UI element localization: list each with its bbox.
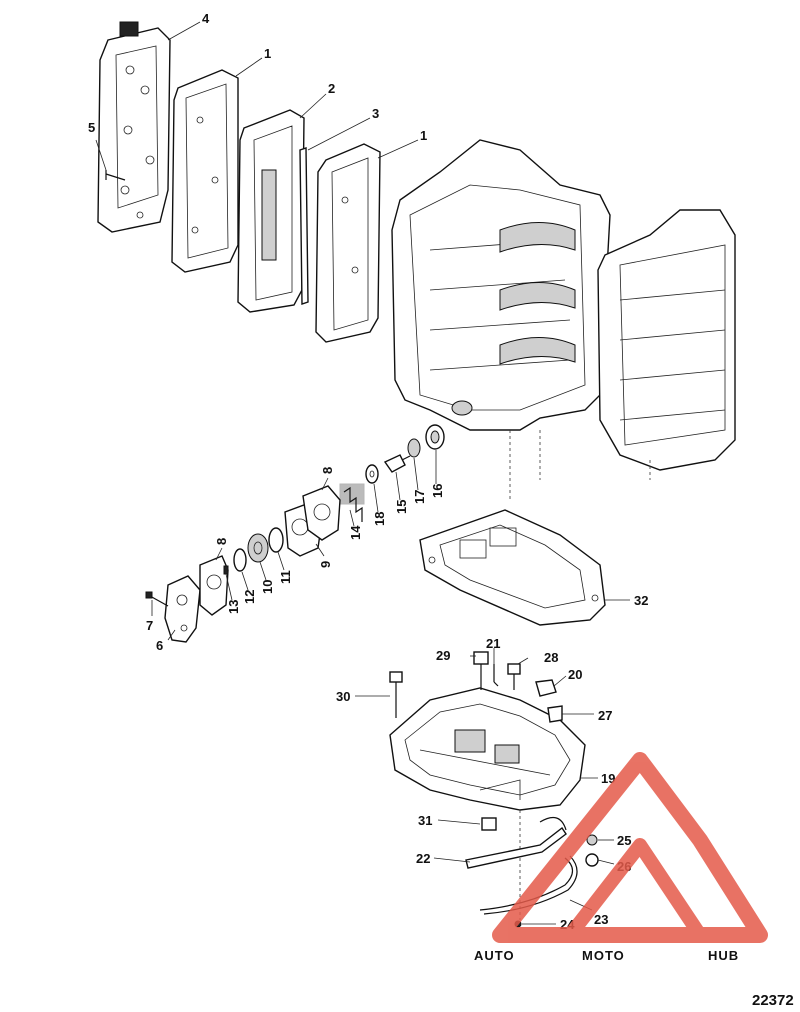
divider-plate-part-2 [237,109,305,313]
callout-27: 27 [598,708,612,723]
callout-6: 6 [156,638,163,653]
callout-1-first: 1 [264,46,271,61]
callout-11: 11 [278,570,293,584]
powerhead-block [391,139,611,500]
callout-23: 23 [594,912,608,927]
callout-32: 32 [634,593,648,608]
callout-28: 28 [544,650,558,665]
leader-lines [95,21,630,925]
cover-plate-part-4 [97,21,171,233]
watermark-word-moto: MOTO [582,948,625,963]
adapter-plate-part-19 [389,687,586,920]
callout-16: 16 [430,484,445,498]
watermark-word-hub: HUB [708,948,739,963]
callout-12: 12 [242,590,257,604]
callout-30: 30 [336,689,350,704]
callout-31: 31 [418,813,432,828]
callout-2: 2 [328,81,335,96]
callout-5: 5 [88,120,95,135]
callout-22: 22 [416,851,430,866]
callout-3: 3 [372,106,379,121]
callout-10: 10 [260,580,275,594]
water-pump-assembly [145,424,445,643]
callout-7: 7 [146,618,153,633]
automotohub-watermark: AUTO MOTO HUB [474,752,768,963]
callout-8-second: 8 [320,467,335,474]
screw-part-5 [105,170,126,181]
callout-14: 14 [348,525,363,540]
drawing-number: 22372 [752,992,794,1009]
plate-hardware [389,651,599,928]
callout-8-first: 8 [214,538,229,545]
callout-21: 21 [486,636,500,651]
callout-18: 18 [372,512,387,526]
callout-25: 25 [617,833,631,848]
callout-4: 4 [202,11,210,26]
gasket-strip-part-3 [299,147,309,305]
callout-15: 15 [394,500,409,514]
gasket-part-1b [315,143,381,343]
callout-13: 13 [226,600,241,614]
callout-17: 17 [412,490,427,504]
callout-20: 20 [568,667,582,682]
callout-9: 9 [318,561,333,568]
watermark-word-auto: AUTO [474,948,515,963]
callout-19: 19 [601,771,615,786]
watermark-logo-icon [492,752,768,943]
adapter-gasket-part-32 [419,509,606,626]
callout-1-second: 1 [420,128,427,143]
crankcase-half [597,209,736,480]
gasket-part-1a [171,69,239,273]
callout-29: 29 [436,648,450,663]
